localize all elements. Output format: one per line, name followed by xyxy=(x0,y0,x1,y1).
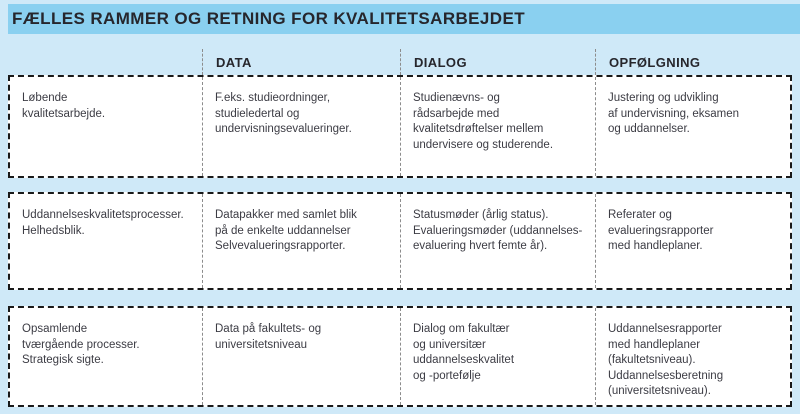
header-cell-dialog: DIALOG xyxy=(400,49,595,75)
cell-data: Datapakker med samlet blik på de enkelte… xyxy=(202,194,400,288)
table-row-education-quality-processes: Uddannelseskvalitetsprocesser. Helhedsbl… xyxy=(8,192,792,290)
cell-dialog: Studienævns- og rådsarbejde med kvalitet… xyxy=(400,77,595,176)
header-cell-empty xyxy=(8,49,202,75)
row-label-cell: Uddannelseskvalitetsprocesser. Helhedsbl… xyxy=(22,209,184,237)
header-cell-opfolgning: OPFØLGNING xyxy=(595,49,792,75)
cell-opfolgning: Uddannelsesrapporter med handleplaner (f… xyxy=(595,308,790,405)
cell-opfolgning: Justering og udvikling af undervisning, … xyxy=(595,77,790,176)
header-cell-data: DATA xyxy=(202,49,400,75)
table-row-cross-cutting-processes: Opsamlende tværgående processer. Strateg… xyxy=(8,306,792,407)
cell-data: F.eks. studieordninger, studieledertal o… xyxy=(202,77,400,176)
row-label-cell: Løbende kvalitetsarbejde. xyxy=(22,92,106,120)
cell-dialog: Dialog om fakultær og universitær uddann… xyxy=(400,308,595,405)
cell-opfolgning: Referater og evalueringsrapporter med ha… xyxy=(595,194,790,288)
table-row-ongoing-quality-work: Løbende kvalitetsarbejde. F.eks. studieo… xyxy=(8,75,792,178)
cell-data: Data på fakultets- og universitetsniveau xyxy=(202,308,400,405)
table-header-row: DATA DIALOG OPFØLGNING xyxy=(8,49,792,75)
title-band: FÆLLES RAMMER OG RETNING FOR KVALITETSAR… xyxy=(8,4,800,34)
row-label-cell: Opsamlende tværgående processer. Strateg… xyxy=(22,323,140,366)
page-title: FÆLLES RAMMER OG RETNING FOR KVALITETSAR… xyxy=(12,9,525,28)
cell-dialog: Statusmøder (årlig status). Evalueringsm… xyxy=(400,194,595,288)
